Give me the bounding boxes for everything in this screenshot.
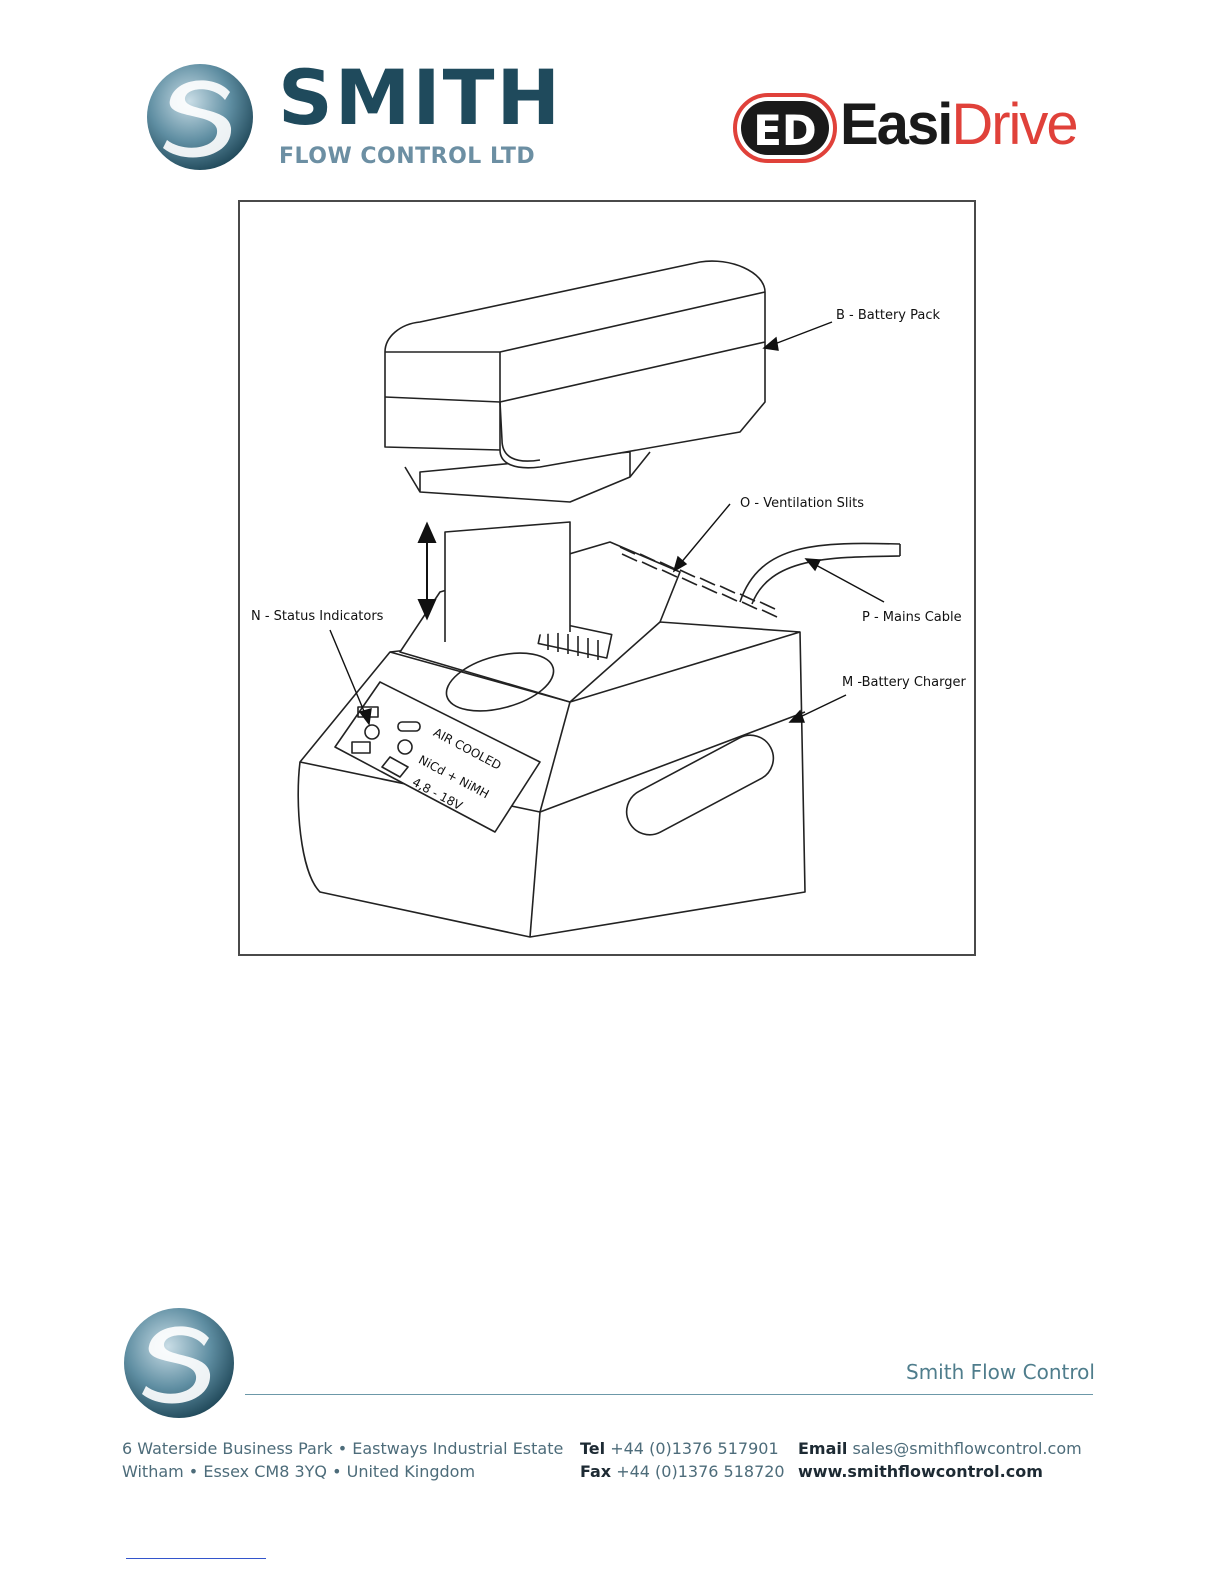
easidrive-badge-icon: ED [733, 93, 837, 163]
footer-address-line2: Witham • Essex CM8 3YQ • United Kingdom [122, 1462, 476, 1481]
battery-pack-drawing [384, 260, 766, 642]
smith-s-globe-icon [147, 64, 253, 170]
footer-email: Email sales@smithflowcontrol.com [798, 1439, 1082, 1458]
smith-logo-subtitle: FLOW CONTROL LTD [279, 144, 536, 169]
footer-logo [122, 1306, 237, 1421]
fax-label: Fax [580, 1462, 612, 1481]
easidrive-wordmark: EasiDrive [840, 96, 1079, 154]
email-label: Email [798, 1439, 848, 1458]
easidrive-badge-text: ED [753, 106, 817, 155]
callout-battery-pack: B - Battery Pack [836, 308, 941, 323]
mains-cable [739, 542, 901, 603]
easidrive-word-easi: Easi [840, 92, 953, 157]
callout-leaders [329, 321, 885, 726]
fax-number: +44 (0)1376 518720 [616, 1462, 785, 1481]
callout-status-indicators: N - Status Indicators [251, 609, 384, 624]
easidrive-word-drive: Drive [951, 92, 1078, 157]
status-panel [334, 681, 541, 833]
smith-s-globe-icon [124, 1308, 234, 1418]
tel-number[interactable]: +44 (0)1376 517901 [610, 1439, 779, 1458]
insert-remove-arrow [417, 521, 437, 621]
footer-brand: Smith Flow Control [906, 1360, 1095, 1384]
callout-battery-charger: M -Battery Charger [842, 675, 966, 690]
footer-divider [245, 1394, 1093, 1395]
smith-logo-wordmark: SMITH [278, 53, 563, 142]
easidrive-logo: ED [733, 93, 1093, 165]
tel-label: Tel [580, 1439, 606, 1458]
callout-mains-cable: P - Mains Cable [862, 610, 962, 625]
footer-telephone: Tel +44 (0)1376 517901 [580, 1439, 779, 1458]
charger-side-window [625, 734, 775, 836]
footer-link-underline [126, 1558, 266, 1559]
email-link[interactable]: sales@smithflowcontrol.com [852, 1439, 1082, 1458]
battery-charger-figure: B - Battery Pack O - Ventilation Slits N… [238, 200, 976, 956]
footer-fax: Fax +44 (0)1376 518720 [580, 1462, 785, 1481]
footer-website-link[interactable]: www.smithflowcontrol.com [798, 1462, 1043, 1481]
footer-address-line1: 6 Waterside Business Park • Eastways Ind… [122, 1439, 564, 1458]
smith-flow-control-logo [145, 62, 545, 177]
ventilation-slits [619, 546, 778, 618]
battery-charger-illustration [297, 260, 901, 938]
callout-ventilation-slits: O - Ventilation Slits [740, 496, 864, 511]
